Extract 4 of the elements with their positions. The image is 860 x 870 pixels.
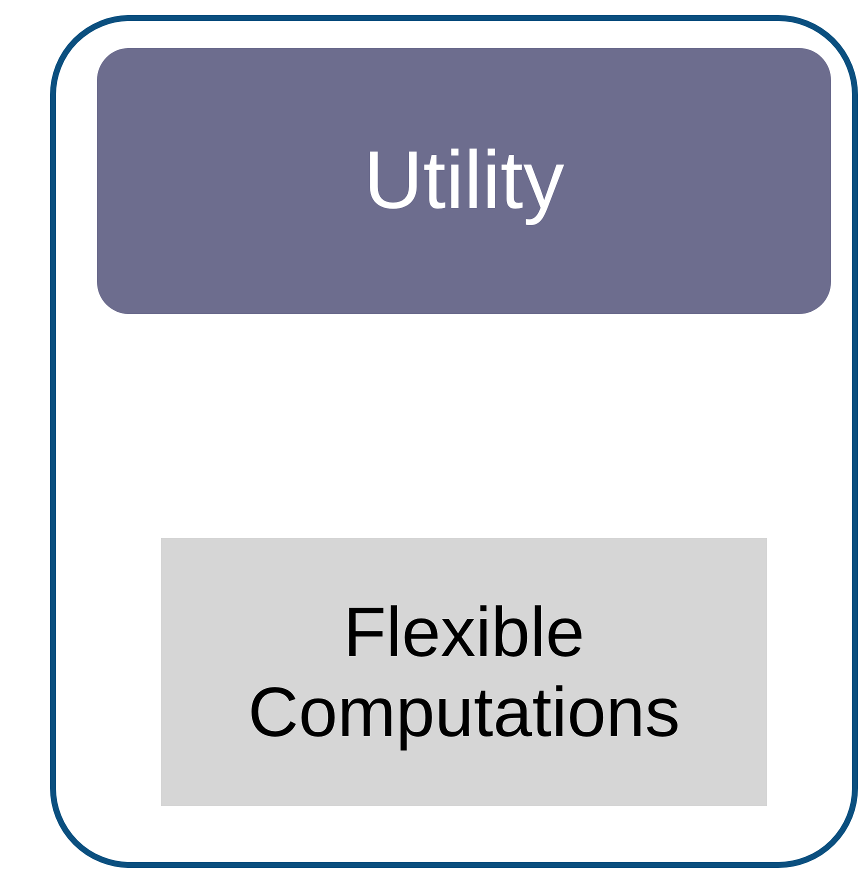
process-box (161, 538, 767, 806)
header-box (97, 48, 831, 314)
node-label: Flexible Computations (247, 592, 681, 752)
outer-box (50, 15, 858, 868)
